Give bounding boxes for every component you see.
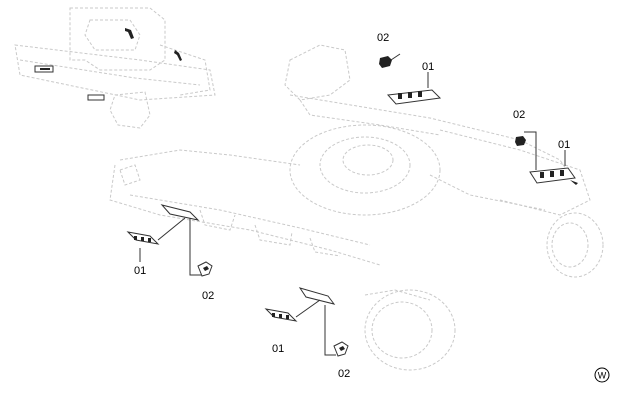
bolt-02-right [515, 136, 526, 146]
callout-group-right: 02 01 [513, 109, 578, 185]
callout-label-01-left: 01 [134, 265, 146, 277]
inset-clip-2 [87, 94, 105, 101]
inset-track-frame-outline [14, 7, 216, 129]
callout-label-01-lower: 01 [272, 343, 284, 355]
bolt-02-upper [379, 56, 392, 68]
callout-group-left: 01 02 [126, 204, 214, 302]
callout-label-02-lower: 02 [338, 368, 350, 380]
inset-bolt-1 [125, 28, 134, 39]
track-frame-outline [109, 44, 604, 371]
clip-01-upper [386, 89, 442, 105]
corner-badge-letter: W [598, 371, 607, 381]
inset-bolt-2 [174, 50, 182, 61]
callout-group-upper: 02 01 [377, 32, 442, 105]
mount-bracket-left [160, 204, 200, 221]
callout-label-02-upper: 02 [377, 32, 389, 44]
callout-label-02-left: 02 [202, 290, 214, 302]
callout-label-01-upper: 01 [422, 61, 434, 73]
mount-bracket-lower [298, 287, 336, 305]
callout-label-02-right: 02 [513, 109, 525, 121]
callout-group-lower: 01 02 [264, 287, 350, 380]
corner-badge: W [594, 367, 610, 383]
callout-label-01-right: 01 [558, 139, 570, 151]
